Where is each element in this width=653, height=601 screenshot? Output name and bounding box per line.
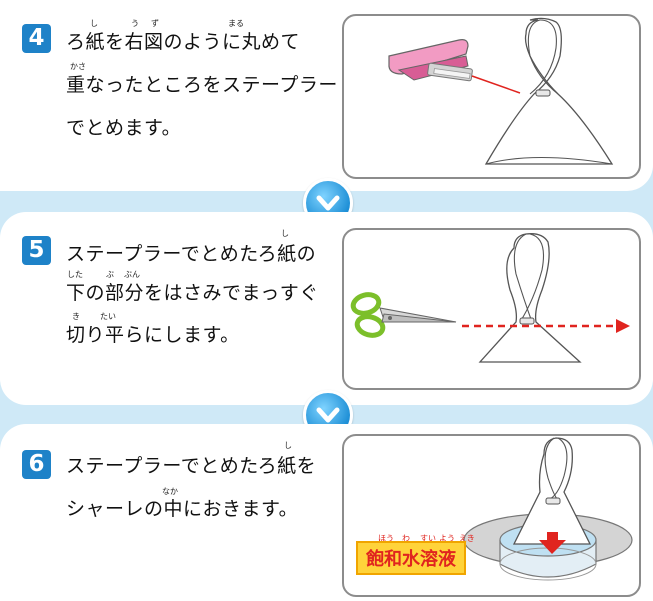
ruby: ぶん bbox=[124, 270, 140, 279]
step-text-line: 重なったところをステープラー bbox=[66, 74, 338, 96]
step-text-line: ステープラーでとめたろ紙の bbox=[66, 243, 317, 265]
ruby: まる bbox=[228, 19, 244, 28]
ruby: した bbox=[67, 270, 83, 279]
step-number-badge: 4 bbox=[22, 24, 51, 53]
label-ruby: ほう bbox=[378, 534, 394, 543]
ruby: かさ bbox=[70, 62, 86, 71]
step-number-badge: 5 bbox=[22, 236, 51, 265]
filter-paper-cone-illustration bbox=[388, 17, 614, 165]
ruby: し bbox=[281, 229, 289, 238]
ruby: ず bbox=[151, 19, 159, 28]
label-ruby: すい bbox=[420, 534, 436, 543]
ruby: き bbox=[72, 312, 80, 321]
step-text-line: シャーレの中におきます。 bbox=[66, 498, 299, 520]
ruby: し bbox=[90, 19, 98, 28]
down-arrow-icon bbox=[316, 195, 340, 211]
step-text-line: 下の部分をはさみでまっすぐ bbox=[66, 282, 319, 304]
ruby: なか bbox=[162, 487, 178, 496]
step-number-badge: 6 bbox=[22, 450, 51, 479]
ruby: たい bbox=[100, 312, 116, 321]
step-5-card: 5 し ステープラーでとめたろ紙の した ぶ ぶん 下の部分をはさみでまっすぐ … bbox=[0, 212, 653, 405]
label-ruby: わ bbox=[402, 534, 410, 543]
saturated-solution-label: 飽和水溶液 bbox=[356, 541, 466, 575]
step-4-card: 4 し う ず まる ろ紙を右図のように丸めて かさ 重なったところをステープラ… bbox=[0, 0, 653, 191]
step-text-line: ろ紙を右図のように丸めて bbox=[66, 31, 301, 53]
step-text-line: ステープラーでとめたろ紙を bbox=[66, 455, 317, 477]
label-ruby: えき bbox=[459, 534, 475, 543]
illustration-frame bbox=[342, 14, 641, 179]
step-text-line: でとめます。 bbox=[66, 117, 182, 139]
scissors-icon bbox=[350, 292, 457, 338]
cut-cone-illustration bbox=[350, 233, 630, 363]
ruby: う bbox=[131, 19, 139, 28]
label-ruby: よう bbox=[439, 534, 455, 543]
illustration-frame bbox=[342, 228, 641, 390]
ruby: し bbox=[284, 441, 292, 450]
step-text-line: 切り平らにします。 bbox=[66, 324, 240, 346]
stapler-icon bbox=[388, 39, 473, 82]
petri-dish-illustration bbox=[463, 437, 633, 581]
ruby: ぶ bbox=[106, 270, 114, 279]
down-arrow-icon bbox=[316, 407, 340, 423]
step-6-card: 6 し ステープラーでとめたろ紙を なか シャーレの中におきます。 ほう わ す… bbox=[0, 424, 653, 601]
